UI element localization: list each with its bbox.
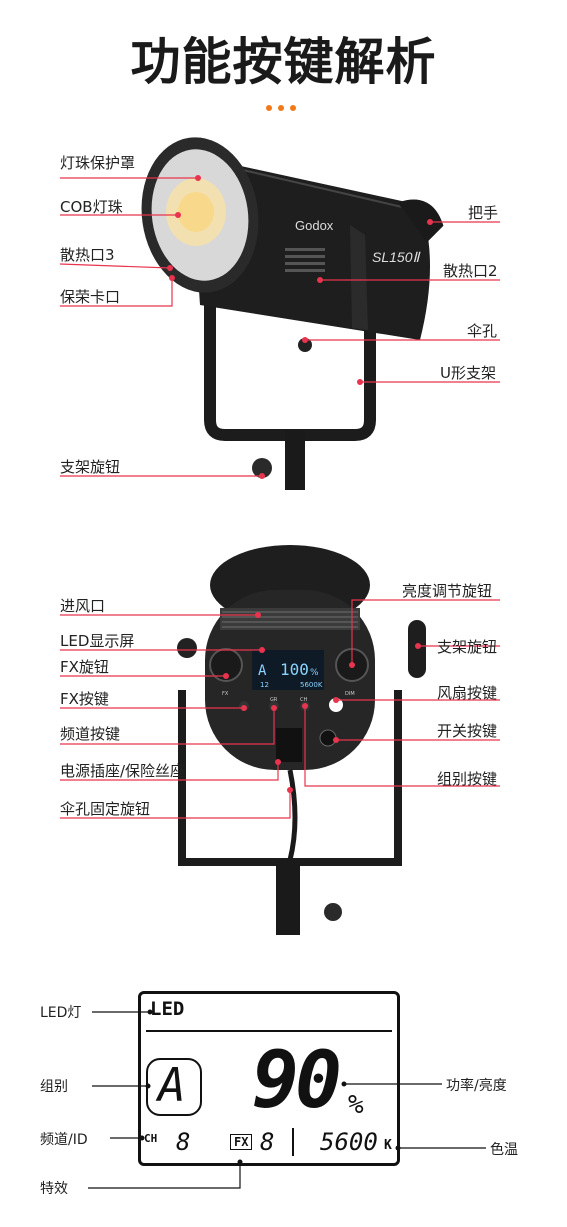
lcd-callouts xyxy=(88,1011,486,1189)
label-fan-button: 风扇按键 xyxy=(437,684,498,702)
front-light xyxy=(141,137,444,490)
label-led-light: LED灯 xyxy=(40,1005,82,1021)
lcd-ch-value: 8 xyxy=(176,1128,191,1156)
label-group-button: 组别按键 xyxy=(437,770,498,788)
lcd-header: LED xyxy=(150,998,185,1020)
front-callouts xyxy=(59,177,500,477)
title-dots xyxy=(263,96,303,111)
label-bowens-mount: 保荣卡口 xyxy=(60,288,121,306)
back-light xyxy=(177,545,426,935)
lcd-separator xyxy=(292,1128,294,1156)
panel-btn-gr: GR xyxy=(270,697,278,703)
label-group: 组别 xyxy=(40,1079,68,1095)
label-air-inlet: 进风口 xyxy=(60,597,106,615)
label-color-temp: 色温 xyxy=(490,1142,518,1158)
lcd-power-unit: % xyxy=(348,1090,364,1120)
label-power-brightness: 功率/亮度 xyxy=(446,1078,507,1094)
label-umbrella-hole: 伞孔 xyxy=(467,322,498,340)
lcd-power: 90 xyxy=(252,1036,342,1126)
lcd-fx-value: 8 xyxy=(260,1128,275,1156)
label-bracket-knob-back: 支架旋钮 xyxy=(437,638,498,656)
panel-unit: % xyxy=(310,668,319,678)
panel-btn-fx: FX xyxy=(222,691,229,697)
lcd-group-box xyxy=(146,1058,202,1116)
lcd-divider xyxy=(146,1030,392,1032)
lcd-fx-label: FX xyxy=(230,1134,253,1150)
label-power-socket: 电源插座/保险丝座 xyxy=(60,762,186,780)
label-led-display: LED显示屏 xyxy=(60,632,135,650)
label-brightness-knob: 亮度调节旋钮 xyxy=(402,582,493,600)
label-power-button: 开关按键 xyxy=(437,722,498,740)
label-u-bracket: U形支架 xyxy=(440,364,496,382)
brand-text: Godox xyxy=(295,218,334,233)
panel-group: A xyxy=(258,663,267,679)
panel-ch: 12 xyxy=(260,681,269,689)
label-bracket-knob: 支架旋钮 xyxy=(60,458,121,476)
panel-k: 5600K xyxy=(300,681,323,689)
label-umbrella-knob: 伞孔固定旋钮 xyxy=(60,800,151,818)
lcd-temp-value: 5600 xyxy=(320,1128,378,1156)
label-fx-button: FX按键 xyxy=(60,690,109,708)
panel-value: 100 xyxy=(280,660,309,679)
lcd-ch-label: CH xyxy=(144,1132,158,1145)
label-fx-knob: FX旋钮 xyxy=(60,658,109,676)
panel-btn-dim: DIM xyxy=(345,691,355,697)
page-title: 功能按键解析 xyxy=(130,33,437,91)
lcd-group: A xyxy=(158,1058,186,1112)
label-channel-id: 频道/ID xyxy=(40,1132,88,1148)
label-vent-2: 散热口2 xyxy=(443,262,498,280)
panel-btn-ch: CH xyxy=(300,697,307,703)
label-handle: 把手 xyxy=(468,204,499,222)
label-lamp-cover: 灯珠保护罩 xyxy=(60,154,136,172)
label-channel-button: 频道按键 xyxy=(60,725,121,743)
lcd-temp-unit: K xyxy=(384,1138,392,1153)
back-callouts xyxy=(60,599,500,819)
lcd-diagram xyxy=(138,991,400,1166)
label-effect: 特效 xyxy=(40,1181,68,1197)
model-text: SL150Ⅱ xyxy=(372,249,421,265)
label-cob: COB灯珠 xyxy=(60,198,123,216)
label-vent-3: 散热口3 xyxy=(60,246,115,264)
